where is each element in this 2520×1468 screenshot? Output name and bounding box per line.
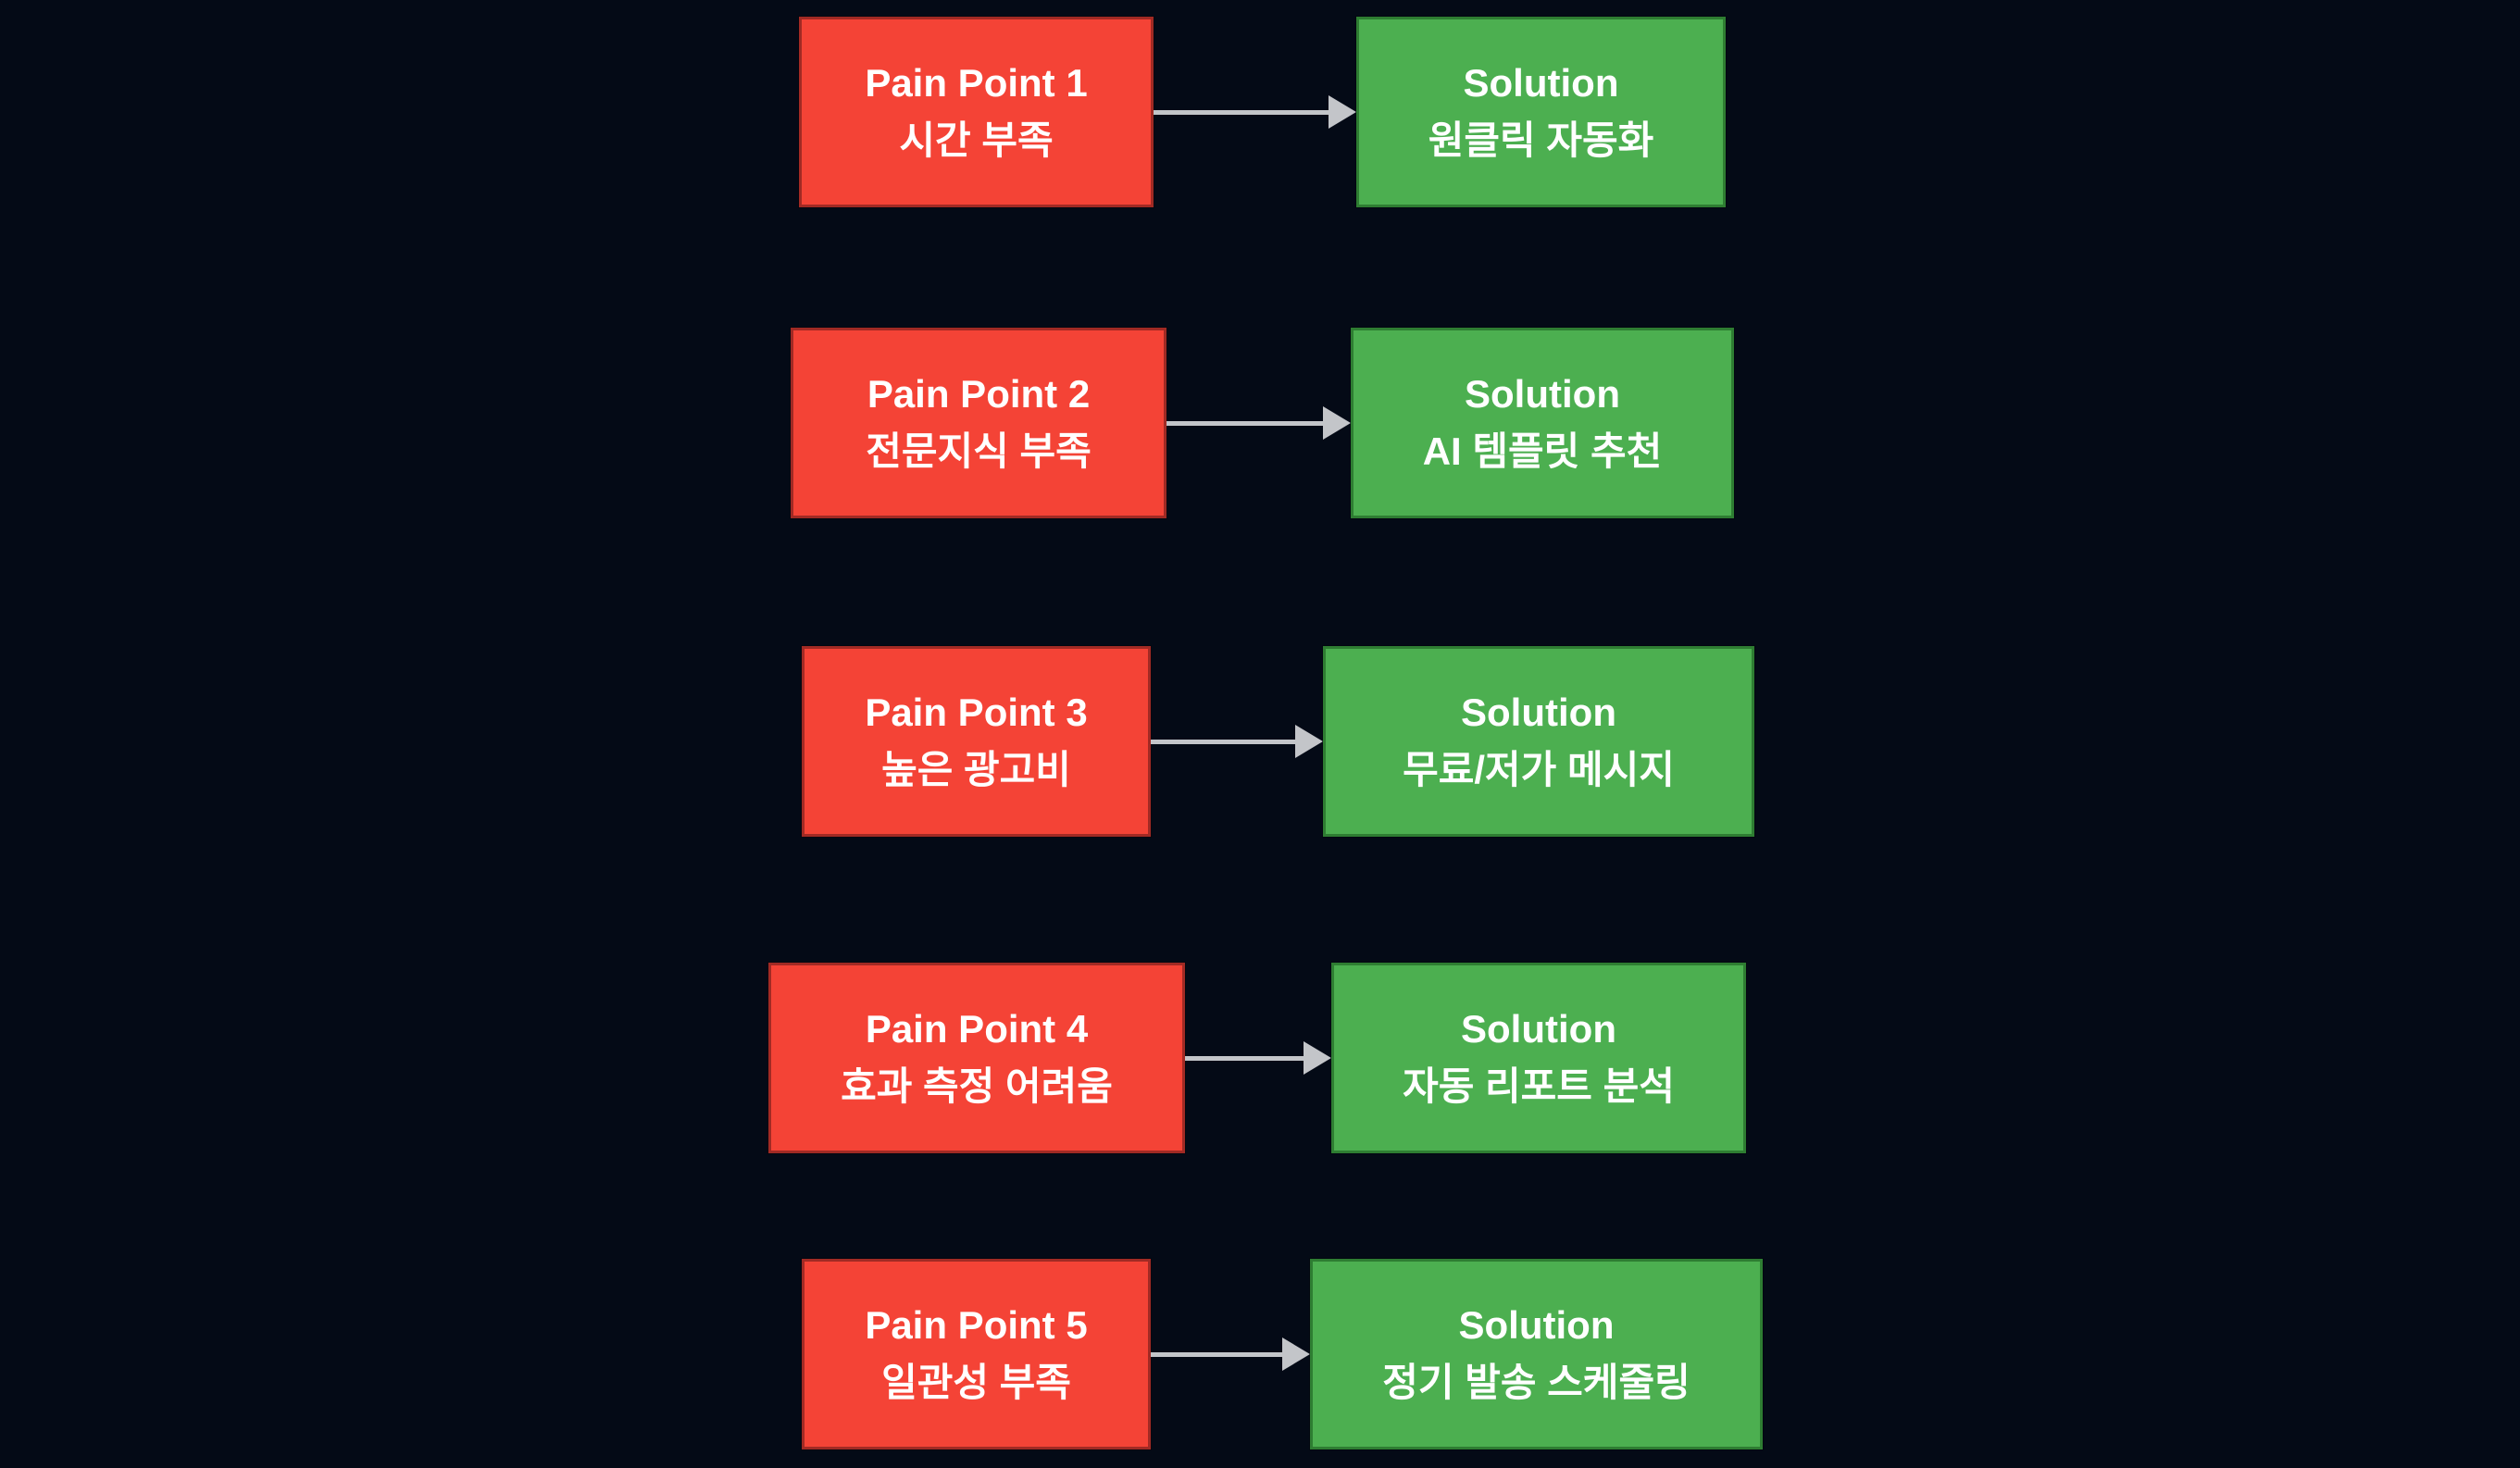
arrow-right-icon — [1151, 1259, 1310, 1449]
pain-point-box-4: Pain Point 4 효과 측정 어려움 — [768, 963, 1185, 1153]
pain-point-box-1: Pain Point 1 시간 부족 — [799, 17, 1154, 207]
pain-point-subtitle: 일관성 부족 — [881, 1361, 1071, 1404]
solution-subtitle: 원클릭 자동화 — [1428, 118, 1654, 162]
arrow-right-icon — [1151, 646, 1323, 837]
solution-subtitle: 자동 리포트 분석 — [1403, 1064, 1675, 1108]
solution-title: Solution — [1458, 1302, 1615, 1347]
arrow-head-icon — [1295, 725, 1323, 758]
arrow-right-icon — [1166, 328, 1351, 518]
pain-solution-row-1: Pain Point 1 시간 부족 Solution 원클릭 자동화 — [0, 17, 2520, 207]
pain-point-box-5: Pain Point 5 일관성 부족 — [802, 1259, 1151, 1449]
arrow-shaft — [1154, 109, 1329, 115]
pain-point-subtitle: 전문지식 부족 — [866, 429, 1092, 473]
arrow-shaft — [1185, 1055, 1304, 1061]
pain-solution-row-3: Pain Point 3 높은 광고비 Solution 무료/저가 메시지 — [0, 646, 2520, 837]
arrow-shaft — [1151, 1351, 1282, 1357]
solution-box-2: Solution AI 템플릿 추천 — [1351, 328, 1734, 518]
solution-box-1: Solution 원클릭 자동화 — [1356, 17, 1726, 207]
pain-solution-row-2: Pain Point 2 전문지식 부족 Solution AI 템플릿 추천 — [0, 328, 2520, 518]
pain-point-subtitle: 효과 측정 어려움 — [841, 1064, 1113, 1108]
arrow-right-icon — [1154, 17, 1356, 207]
pain-point-title: Pain Point 3 — [865, 690, 1088, 734]
solution-box-5: Solution 정기 발송 스케줄링 — [1310, 1259, 1763, 1449]
arrow-shaft — [1166, 420, 1323, 426]
arrow-head-icon — [1282, 1337, 1310, 1371]
arrow-head-icon — [1323, 406, 1351, 440]
pain-solution-row-4: Pain Point 4 효과 측정 어려움 Solution 자동 리포트 분… — [0, 963, 2520, 1153]
solution-box-4: Solution 자동 리포트 분석 — [1331, 963, 1746, 1153]
pain-point-title: Pain Point 5 — [865, 1302, 1088, 1347]
pain-point-box-3: Pain Point 3 높은 광고비 — [802, 646, 1151, 837]
solution-title: Solution — [1461, 1006, 1616, 1051]
pain-point-subtitle: 높은 광고비 — [881, 748, 1071, 791]
pain-point-title: Pain Point 4 — [865, 1006, 1089, 1051]
pain-point-title: Pain Point 1 — [865, 60, 1088, 105]
pain-solution-row-5: Pain Point 5 일관성 부족 Solution 정기 발송 스케줄링 — [0, 1259, 2520, 1449]
solution-title: Solution — [1463, 60, 1619, 105]
arrow-head-icon — [1304, 1041, 1331, 1075]
solution-title: Solution — [1461, 690, 1616, 734]
pain-point-title: Pain Point 2 — [867, 371, 1091, 416]
pain-point-subtitle: 시간 부족 — [899, 118, 1054, 162]
solution-subtitle: 무료/저가 메시지 — [1403, 748, 1675, 791]
solution-box-3: Solution 무료/저가 메시지 — [1323, 646, 1754, 837]
solution-subtitle: 정기 발송 스케줄링 — [1382, 1361, 1690, 1404]
solution-subtitle: AI 템플릿 추천 — [1422, 429, 1663, 473]
arrow-right-icon — [1185, 963, 1331, 1153]
arrow-head-icon — [1329, 95, 1356, 129]
pain-point-box-2: Pain Point 2 전문지식 부족 — [791, 328, 1166, 518]
solution-title: Solution — [1465, 371, 1620, 416]
arrow-shaft — [1151, 739, 1295, 744]
